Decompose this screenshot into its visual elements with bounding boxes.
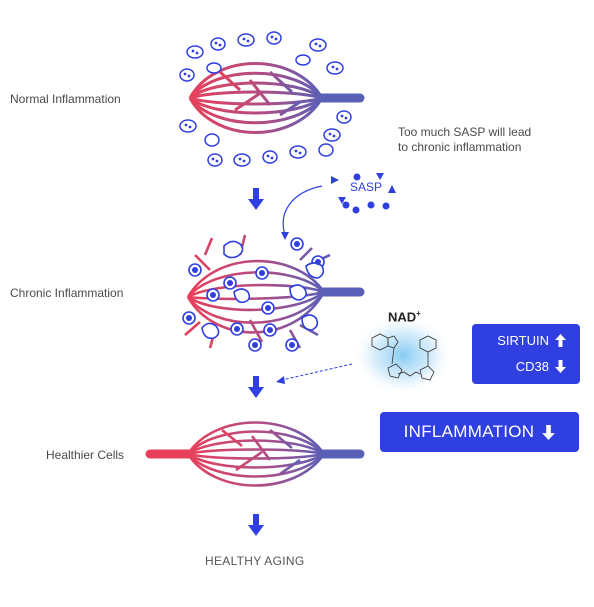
stage-label-normal: Normal Inflammation <box>10 92 121 106</box>
sirtuin-cd38-box: SIRTUIN CD38 <box>472 324 580 384</box>
sasp-label: SASP <box>350 180 383 194</box>
stage-label-chronic: Chronic Inflammation <box>10 286 124 300</box>
down-arrow-2 <box>248 376 264 398</box>
nad-arrow-head <box>276 376 285 384</box>
sasp-arrow <box>282 185 323 236</box>
nad-text: NAD <box>388 309 417 325</box>
nad-molecule <box>353 315 453 395</box>
stage-label-healthier: Healthier Cells <box>46 448 125 462</box>
sasp-note-line2: to chronic inflammation <box>398 140 522 154</box>
cells-normal-dots <box>183 35 348 163</box>
arrow-down-icon <box>555 360 566 373</box>
vessel-healthier <box>145 421 365 487</box>
cd38-row: CD38 <box>516 359 566 374</box>
sasp-note-line1: Too much SASP will lead <box>398 125 532 139</box>
down-arrow-3 <box>248 514 264 536</box>
sasp-arrow-head <box>281 232 289 240</box>
inflammation-label: INFLAMMATION <box>403 422 535 441</box>
nad-arrow <box>281 363 353 381</box>
arrow-down-icon <box>542 424 556 440</box>
nad-label: NAD+ <box>388 309 421 324</box>
down-arrow-1 <box>248 188 264 210</box>
healthy-aging-label: HEALTHY AGING <box>205 554 305 568</box>
vessel-chronic <box>145 234 365 349</box>
cells-chronic-nuclei <box>186 241 321 348</box>
cells-chronic <box>182 237 325 352</box>
cells-normal <box>179 31 352 167</box>
sirtuin-label: SIRTUIN <box>497 333 549 348</box>
cd38-label: CD38 <box>515 359 549 374</box>
sasp-note: Too much SASP will lead to chronic infla… <box>398 125 531 155</box>
vessel-normal <box>145 62 365 134</box>
inflammation-box: INFLAMMATION <box>380 412 579 452</box>
sasp-particles <box>331 173 396 214</box>
sirtuin-row: SIRTUIN <box>497 333 566 348</box>
arrow-up-icon <box>555 334 566 347</box>
nad-superscript: + <box>416 309 421 318</box>
